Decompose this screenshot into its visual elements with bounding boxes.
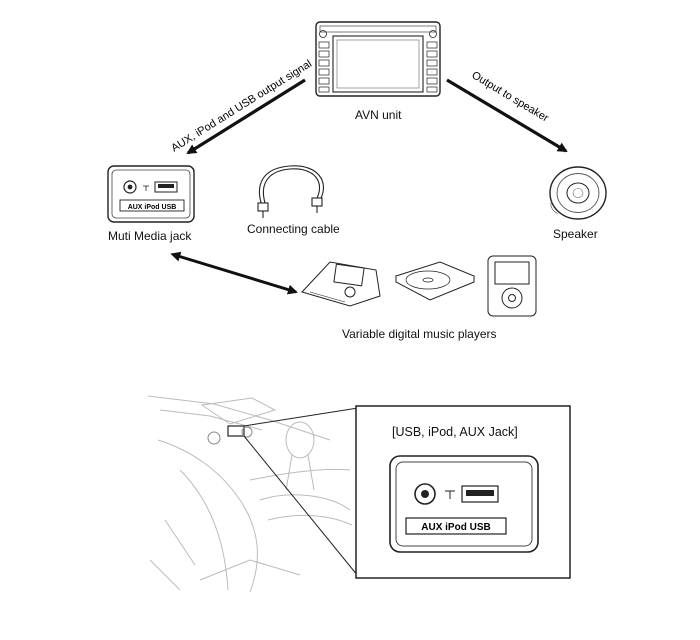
arrow-avn-to-speaker: [446, 78, 568, 153]
player-ipod-icon: [487, 255, 537, 317]
inset-jack-panel-text: AUX iPod USB: [421, 522, 490, 533]
arrow-avn-to-jack: [186, 78, 306, 155]
console-illustration: [147, 395, 353, 593]
inset-multimedia-jack: [389, 455, 539, 553]
label-avn-unit: AVN unit: [355, 108, 402, 122]
inset-title: [USB, iPod, AUX Jack]: [392, 425, 518, 439]
speaker-icon: [549, 166, 607, 220]
label-avn-to-jack: AUX, iPod and USB output signal: [169, 58, 314, 155]
player-handheld-icon: [301, 261, 381, 307]
label-music-players: Variable digital music players: [342, 327, 497, 341]
arrow-jack-to-players: [170, 251, 298, 295]
callout-line-top: [243, 407, 359, 427]
label-speaker: Speaker: [553, 227, 598, 241]
player-cd-icon: [394, 261, 476, 301]
avn-unit: [315, 21, 441, 97]
jack-panel-text: AUX iPod USB: [128, 204, 177, 211]
connecting-cable: [257, 165, 325, 218]
label-multimedia-jack: Muti Media jack: [108, 229, 192, 243]
multimedia-jack: [107, 165, 195, 223]
label-connecting-cable: Connecting cable: [247, 222, 340, 236]
callout-line-bottom: [243, 435, 359, 577]
